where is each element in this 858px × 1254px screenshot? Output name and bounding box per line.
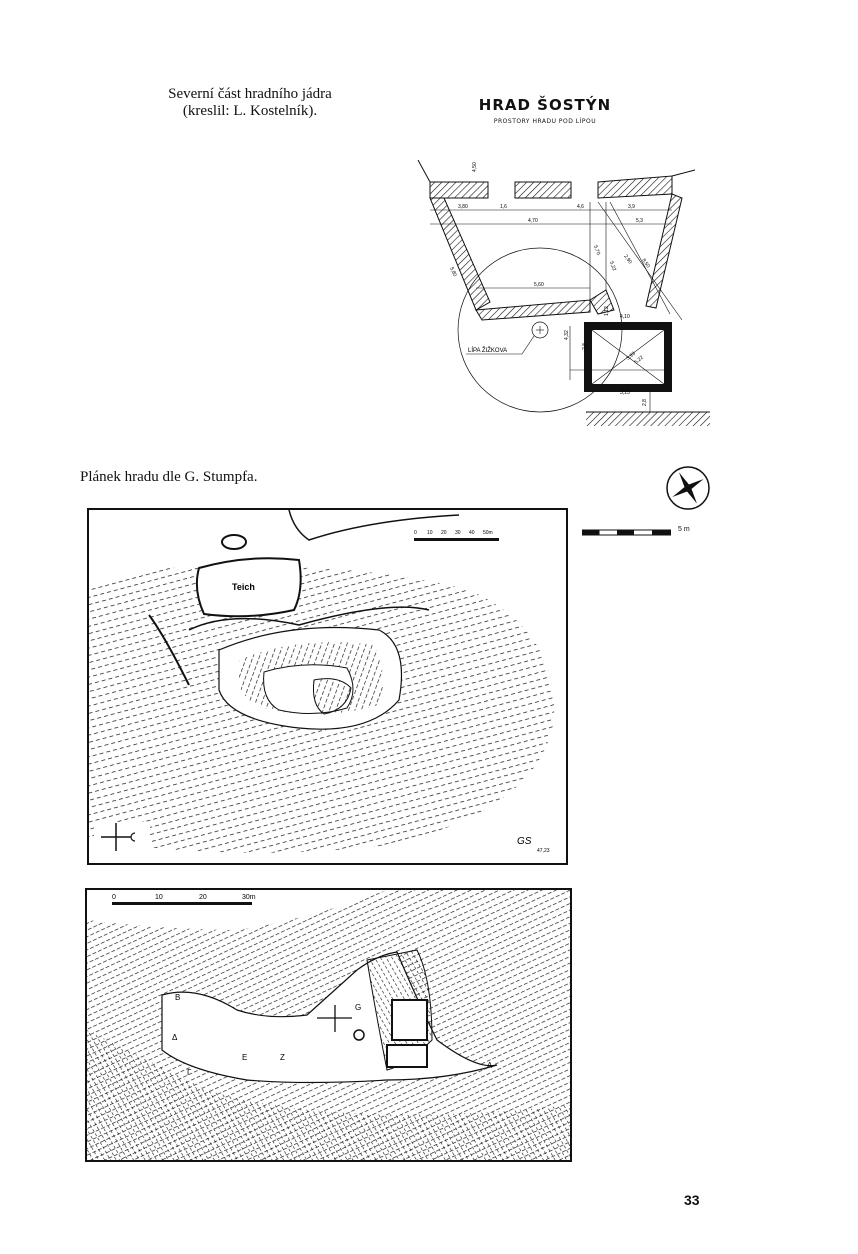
page-number: 33 [684, 1192, 700, 1208]
dimension-label: 4,6 [577, 204, 584, 210]
north-part-caption-line2: (kreslil: L. Kostelník). [182, 103, 318, 119]
signature-year: 47,23 [537, 848, 550, 854]
scale-label: 5 m [678, 526, 690, 533]
dimension-label: 3,93 [625, 351, 636, 362]
dimension-label: 4,70 [528, 218, 538, 224]
linden-plan-scale-bar [582, 526, 672, 538]
wall-segment [429, 181, 489, 199]
dimension-label: 5,22 [608, 261, 617, 272]
scale-tick: 40 [469, 530, 475, 536]
signature: GS [517, 836, 532, 847]
wall-segment [475, 299, 591, 321]
point-label: G [355, 1003, 361, 1012]
point-label: B [175, 993, 180, 1002]
dimension-label: 3,9 [628, 204, 635, 210]
north-part-caption-line1: Severní část hradního jádra [168, 86, 332, 102]
scale-tick: 10 [427, 530, 433, 536]
point-label: Δ [172, 1033, 178, 1042]
castle-room [391, 999, 428, 1041]
scale-tick: 20 [441, 530, 447, 536]
dimension-label: 1,12 [604, 306, 610, 316]
scale-tick: 30 [455, 530, 461, 536]
wall-segment [597, 175, 673, 199]
upper-map-north-arrow-icon [94, 822, 150, 852]
dimension-label: 5,3 [636, 218, 643, 224]
lower-castle-map: 0 10 20 30m A B Γ Δ Ε Ζ G [85, 888, 572, 1162]
dimension-label: 2,90 [622, 254, 633, 266]
scale-tick: 0 [112, 894, 116, 901]
scale-tick: 50m [483, 530, 493, 536]
scale-tick: 10 [155, 894, 163, 901]
dimension-label: 3,80 [458, 204, 468, 210]
dimension-label: 4,32 [564, 330, 570, 340]
stumpf-plan-caption: Plánek hradu dle G. Stumpfa. [80, 469, 258, 485]
point-label: Γ [187, 1068, 192, 1077]
ground-hatch [586, 412, 710, 426]
dimension-label: 3,13 [620, 390, 630, 396]
wall-segment [589, 289, 615, 315]
north-part-caption: Severní část hradního jádra (kreslil: L.… [120, 86, 380, 120]
upper-map-scale-bar: 0 10 20 30 40 50m [414, 530, 499, 541]
dimension-label: 5,80 [448, 266, 458, 278]
dimension-label: 2,8 [582, 343, 588, 350]
linden-crown-circle [457, 247, 623, 413]
wall-segment [514, 181, 572, 199]
dimension-label: 5,22 [633, 355, 644, 366]
castle-room [386, 1044, 428, 1068]
dimension-label: 5,70 [592, 245, 601, 256]
scale-tick: 20 [199, 894, 207, 901]
lower-map-scale-bar: 0 10 20 30m [112, 894, 256, 905]
plan-title: HRAD ŠOSTÝN [478, 96, 612, 114]
dimension-label: 2,8 [642, 399, 648, 406]
upper-castle-map: Teich 0 10 20 30 40 50m GS 47,23 [87, 508, 568, 865]
point-label: Ε [242, 1053, 247, 1062]
linden-area-plan: 4,50 3,80 1,6 4,70 4,6 3,9 5,3 5,60 5,70… [417, 159, 710, 426]
small-pond [221, 534, 247, 550]
dimension-label: 8,50 [640, 258, 651, 270]
compass-rose-icon [666, 466, 710, 510]
linden-trunk-circle [531, 321, 549, 339]
wall-segment [429, 197, 491, 311]
plan-subtitle: PROSTORY HRADU POD LÍPOU [493, 118, 597, 125]
scale-tick: 30m [242, 894, 256, 901]
scale-tick: 0 [414, 530, 417, 536]
dimension-label: 4,10 [620, 314, 630, 320]
castle-ruins [313, 678, 352, 715]
dimension-label: 1,6 [500, 204, 507, 210]
dimension-label: 4,50 [472, 162, 478, 172]
linden-plan-title-block: HRAD ŠOSTÝN PROSTORY HRADU POD LÍPOU [445, 96, 645, 125]
pond [195, 557, 302, 618]
tower-square [584, 322, 672, 392]
point-label: A [487, 1061, 493, 1070]
point-label: Ζ [280, 1053, 285, 1062]
pond-label: Teich [232, 582, 255, 592]
linden-label: LÍPA ŽIŽKOVA [468, 346, 507, 354]
well-icon [353, 1029, 365, 1041]
dimension-label: 5,60 [534, 282, 544, 288]
wall-segment [645, 193, 683, 309]
